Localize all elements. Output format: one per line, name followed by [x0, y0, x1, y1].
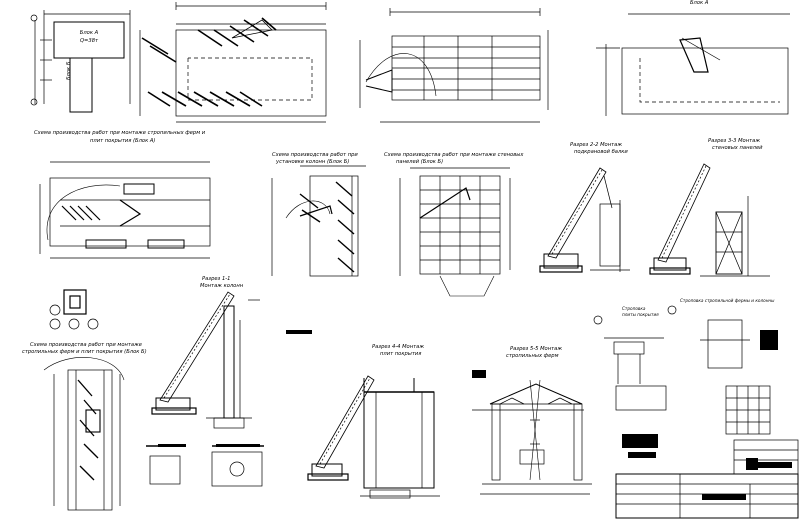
caption-wall-panels-2: панелей (Блок Б): [396, 159, 444, 165]
legend-bar: [752, 462, 792, 468]
section-4-4-crane: [307, 375, 440, 499]
legend-bar: [472, 370, 486, 378]
plan-wall-panels-block-b: [399, 167, 511, 297]
plan-trusses-block-b: [43, 357, 125, 511]
caption-section-4-4-2: плит покрытия: [380, 351, 422, 357]
title-block: [615, 439, 799, 519]
label-top-right-partial: Блок А: [690, 0, 709, 6]
label-block-a-load: Q=38т: [79, 38, 99, 44]
plan-truss-erection: [139, 2, 327, 123]
caption-trusses-block-a-1: Схема производства работ при монтаже стр…: [34, 130, 206, 136]
section-5-5-trusses: [472, 379, 592, 495]
caption-columns-block-b-1: Схема производства работ при: [272, 152, 358, 158]
plan-top-right: [596, 13, 790, 116]
legend-bar: [216, 444, 260, 447]
caption-sling-plate-1: Строповка: [622, 306, 646, 311]
details-bottom-left: [146, 445, 264, 487]
sling-details: [593, 305, 771, 435]
label-block-b: Блок Б: [66, 61, 72, 80]
plan-trusses-block-a: [39, 161, 211, 330]
key-plan-block-a: [30, 10, 131, 113]
caption-section-2-2-1: Разрез 2-2 Монтаж: [570, 142, 622, 148]
caption-section-4-4-1: Разрез 4-4 Монтаж: [372, 344, 424, 350]
legend-bar: [628, 452, 656, 458]
caption-columns-block-b-2: установке колонн (Блок Б): [276, 159, 350, 165]
section-2-2-crane: [539, 167, 630, 273]
caption-section-5-5-2: стропильных ферм: [506, 353, 559, 359]
caption-section-2-2-2: подкрановой балки: [574, 149, 628, 155]
legend-bar: [702, 494, 746, 500]
caption-trusses-block-b-2: стропильных ферм и плит покрытия (Блок Б…: [22, 349, 147, 355]
caption-section-3-3-1: Разрез 3-3 Монтаж: [708, 138, 760, 144]
caption-wall-panels-1: Схема производства работ при монтаже сте…: [384, 152, 524, 158]
caption-sling-truss: Строповка стропильной фермы и колонны: [680, 298, 775, 303]
legend-bar: [622, 434, 658, 448]
plan-columns-block-b: [271, 165, 366, 277]
legend-bar: [286, 330, 312, 334]
caption-trusses-block-a-2: плит покрытия (Блок А): [90, 138, 156, 144]
caption-sling-plate-2: плиты покрытия: [622, 312, 659, 317]
plan-roof-slabs: [359, 8, 549, 123]
legend-bar: [760, 330, 778, 350]
label-block-a: Блок А: [79, 30, 99, 36]
section-3-3-crane: [649, 163, 770, 277]
section-1-1-crane: [151, 291, 260, 429]
caption-section-1-1-2: Монтаж колонн: [200, 283, 244, 289]
caption-section-3-3-2: стеновых панелей: [712, 145, 763, 151]
caption-section-1-1-1: Разрез 1-1: [202, 276, 231, 282]
caption-section-5-5-1: Разрез 5-5 Монтаж: [510, 346, 562, 352]
legend-bar: [746, 458, 758, 470]
caption-trusses-block-b-1: Схема производства работ при монтаже: [30, 342, 142, 348]
legend-bar: [158, 444, 186, 447]
